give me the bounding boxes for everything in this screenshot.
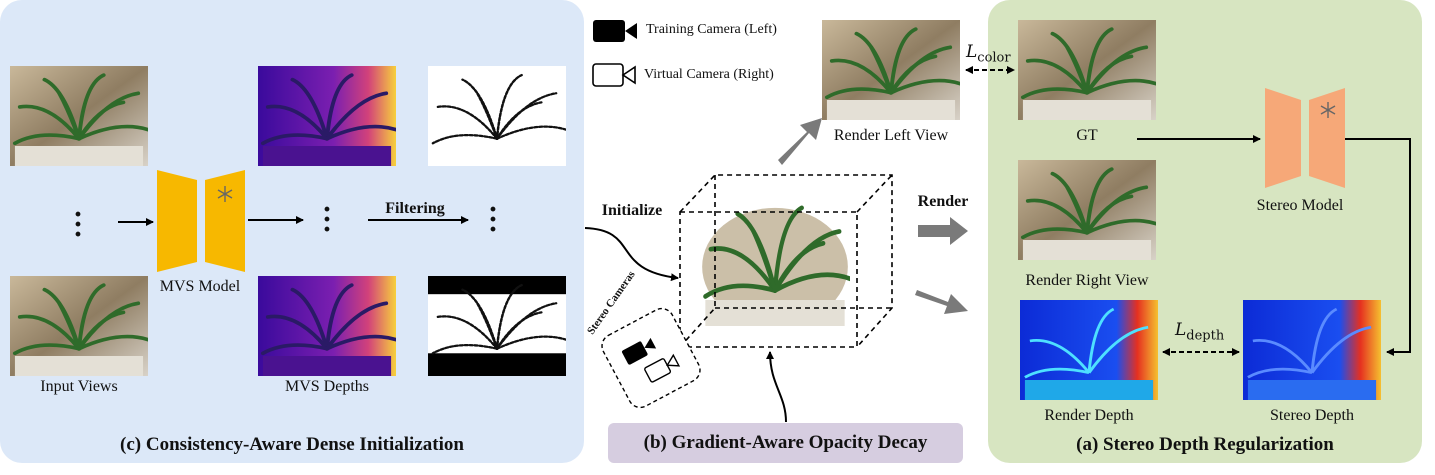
render-left-view-label: Render Left View [833,127,949,144]
render-left-view-image [822,20,960,120]
input-views-label: Input Views [40,378,118,395]
mvs-depth-top-image [258,66,396,166]
render-right-view-label: Render Right View [1025,272,1149,289]
panel-b-title: (b) Gradient-Aware Opacity Decay [643,432,928,453]
legend-training-camera-label: Training Camera (Left) [646,22,777,37]
initialize-label: Initialize [601,202,663,219]
virtual-camera-icon [592,63,636,87]
mvs-depths-ellipsis: ··· [321,193,332,246]
stereo-cameras-label: Stereo Cameras [585,268,638,337]
stereo-cameras-icon [601,307,701,409]
render-depth-label: Render Depth [1044,407,1134,424]
depth-loss-subscript: depth [1186,328,1225,344]
panel-c-title: (c) Consistency-Aware Dense Initializati… [120,434,464,455]
mvs-depths-label: MVS Depths [284,378,369,395]
stereo-depth-label: Stereo Depth [1270,407,1354,424]
stereo-depth-image [1243,300,1381,400]
gt-label: GT [1076,127,1098,144]
stereo-model-label: Stereo Model [1256,197,1344,214]
render-right-view-image [1018,160,1156,260]
render-depth-image [1020,300,1158,400]
panel-opacity-decay [608,423,963,463]
render-label: Render [917,193,969,210]
filtered-mask-top-image [428,66,566,166]
mvs-depth-bottom-image [258,276,396,376]
filtering-label: Filtering [385,200,445,217]
gt-image [1018,20,1156,120]
input-view-bottom-image [10,276,148,376]
color-loss-label: Lcolor [966,42,1011,65]
filtered-mask-bottom-image [428,276,566,376]
color-loss-base: L [966,42,978,62]
training-camera-icon [593,20,637,42]
color-loss-subscript: color [977,50,1011,66]
depth-loss-label: Ldepth [1175,320,1224,343]
mvs-model-label: MVS Model [159,278,241,295]
gaussian-scene-image [700,196,850,326]
filtered-ellipsis: ··· [487,193,498,246]
panel-a-title: (a) Stereo Depth Regularization [1076,434,1334,455]
input-views-ellipsis: ··· [72,198,83,251]
input-view-top-image [10,66,148,166]
legend-virtual-camera-label: Virtual Camera (Right) [644,67,774,82]
depth-loss-base: L [1175,320,1187,340]
